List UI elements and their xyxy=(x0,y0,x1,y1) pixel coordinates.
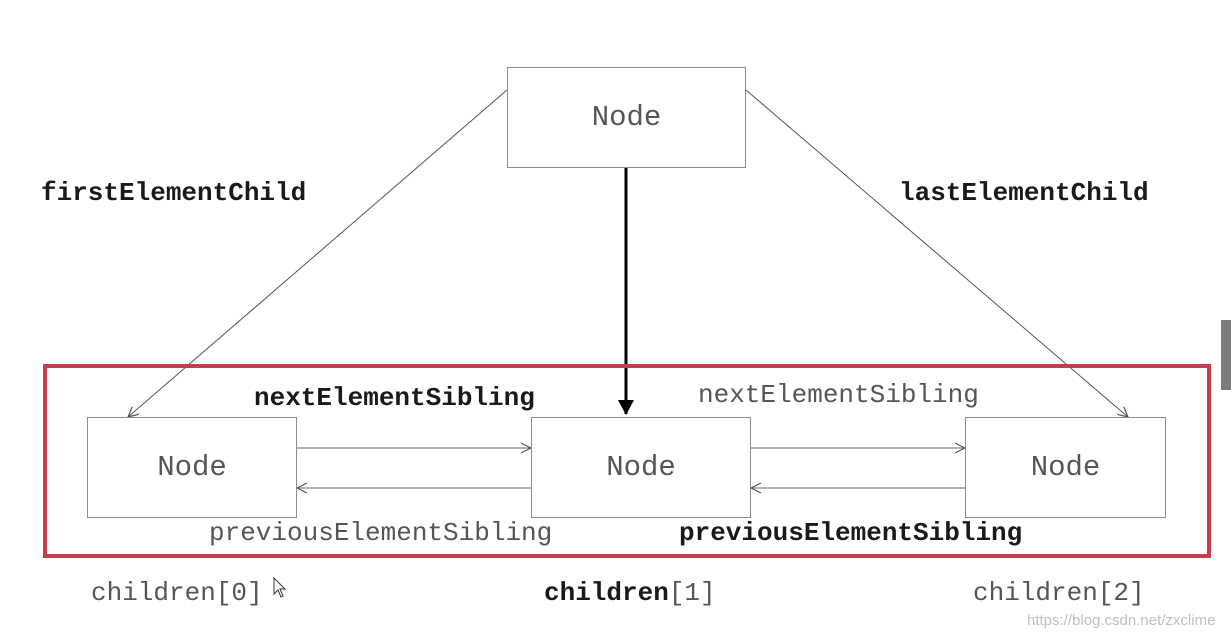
children-1-label: children[1] xyxy=(544,578,716,608)
last-element-child-label: lastElementChild xyxy=(899,178,1149,208)
children-0-label: children[0] xyxy=(91,578,263,608)
first-child-arrow xyxy=(128,89,508,417)
side-scroll-tab[interactable] xyxy=(1221,320,1231,390)
watermark-text: https://blog.csdn.net/zxclime xyxy=(1027,612,1216,629)
previous-element-sibling-light-label: previousElementSibling xyxy=(209,518,553,548)
child-node-0-label: Node xyxy=(157,451,227,484)
children-highlight-box xyxy=(43,364,1211,558)
children-1-name: children xyxy=(544,578,669,608)
last-child-arrow xyxy=(745,89,1128,417)
next-element-sibling-bold-label: nextElementSibling xyxy=(254,383,535,413)
children-2-label: children[2] xyxy=(973,578,1145,608)
next-element-sibling-light-label: nextElementSibling xyxy=(698,380,979,410)
child-node-0: Node xyxy=(87,417,297,518)
child-node-2: Node xyxy=(965,417,1166,518)
child-node-1: Node xyxy=(531,417,751,518)
children-1-index: [1] xyxy=(668,578,716,608)
previous-element-sibling-bold-label: previousElementSibling xyxy=(679,518,1023,548)
child-node-2-label: Node xyxy=(1030,451,1101,484)
parent-node-label: Node xyxy=(591,101,662,134)
first-element-child-label: firstElementChild xyxy=(41,178,307,208)
mouse-cursor-icon xyxy=(273,577,287,598)
parent-node: Node xyxy=(507,67,746,168)
child-node-1-label: Node xyxy=(606,451,676,484)
